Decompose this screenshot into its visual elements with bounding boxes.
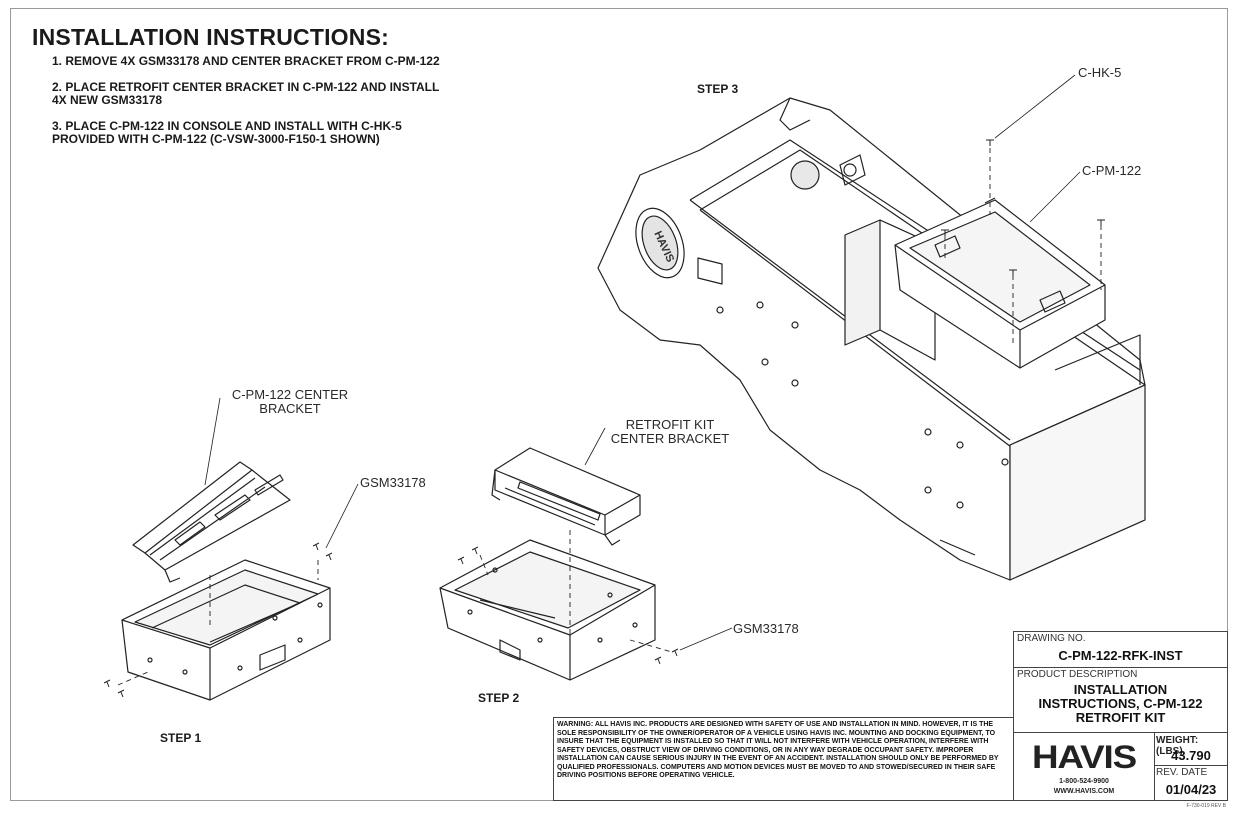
instruction-step-2: 2. PLACE RETROFIT CENTER BRACKET IN C-PM… [52,80,440,107]
drawing-no: C-PM-122-RFK-INST [1058,648,1183,663]
step1-screws [103,542,333,698]
callout-c-pm-122-center-bracket: C-PM-122 CENTER BRACKET [231,387,349,416]
step3-console [597,97,1146,581]
phone-number: 1-800-524-9900 [1059,778,1109,785]
page-title: INSTALLATION INSTRUCTIONS: [32,24,389,50]
rev-date-label: REV. DATE [1156,767,1208,778]
step1-tray [121,559,331,701]
form-number: F-730-019 REV B [1186,803,1226,809]
rev-date-value: 01/04/23 [1165,782,1217,797]
website: WWW.HAVIS.COM [1053,788,1115,795]
drawing-no-label: DRAWING NO. [1017,633,1086,644]
instruction-step-1: 1. REMOVE 4X GSM33178 AND CENTER BRACKET… [52,54,440,68]
callout-c-hk-5: C-HK-5 [1078,65,1122,80]
product-description-cell: PRODUCT DESCRIPTION INSTALLATION INSTRUC… [1014,668,1227,733]
weight-label: WEIGHT: (LBS) [1156,735,1199,757]
product-description-label: PRODUCT DESCRIPTION [1017,669,1138,680]
step3-screws [941,139,1105,276]
step-1-label: STEP 1 [160,731,202,745]
drawing-no-cell: DRAWING NO. C-PM-122-RFK-INST [1014,632,1227,668]
step2-retrofit-bracket [491,447,641,546]
weight-value: 43.790 [1171,748,1211,763]
instruction-step-3: 3. PLACE C-PM-122 IN CONSOLE AND INSTALL… [52,119,402,146]
step-3-label: STEP 3 [697,82,739,96]
step1-center-bracket [132,461,291,583]
safety-warning: WARNING: ALL HAVIS INC. PRODUCTS ARE DES… [553,717,1013,801]
step-2-label: STEP 2 [478,691,520,705]
product-description: INSTALLATION INSTRUCTIONS, C-PM-122 RETR… [1038,682,1203,725]
divider [1154,765,1227,766]
step2-tray [439,539,656,681]
callout-gsm33178-step2: GSM33178 [733,621,799,636]
step2-screws [457,546,679,665]
callout-gsm33178-step1: GSM33178 [360,475,426,490]
logo-cell: HAVIS 1-800-524-9900 WWW.HAVIS.COM [1014,733,1155,800]
step3-havis-badge [635,207,685,279]
instruction-steps: 1. REMOVE 4X GSM33178 AND CENTER BRACKET… [52,55,452,159]
title-block: DRAWING NO. C-PM-122-RFK-INST PRODUCT DE… [1013,631,1228,801]
step3-cpm122-module [894,197,1106,369]
havis-logo: HAVIS [1032,739,1137,775]
callout-retrofit-kit-center-bracket: RETROFIT KIT CENTER BRACKET [610,417,730,446]
callout-c-pm-122: C-PM-122 [1082,163,1142,178]
